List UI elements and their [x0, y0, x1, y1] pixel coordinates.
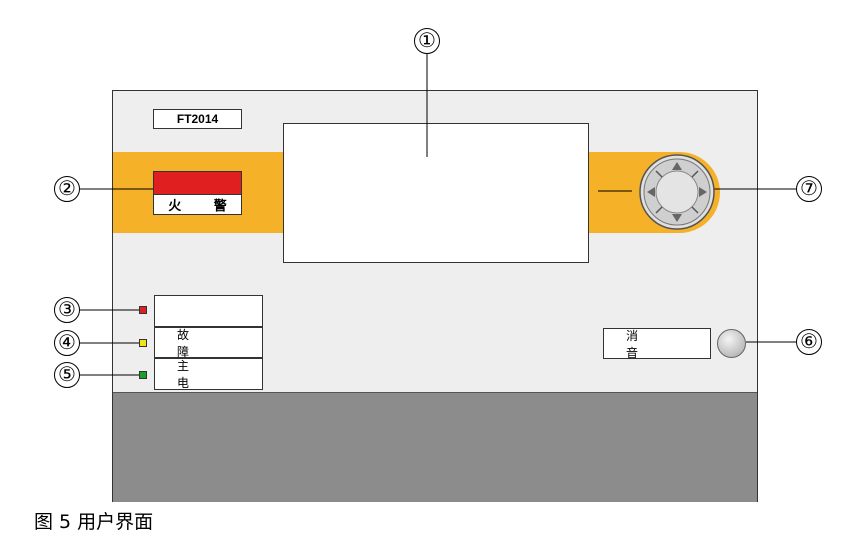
callout-2: ②	[54, 176, 80, 202]
power-led	[139, 371, 147, 379]
figure-caption: 图 5 用户界面	[34, 511, 154, 533]
panel-bottom-area	[113, 392, 757, 502]
callout-4: ④	[54, 330, 80, 356]
fault-led	[139, 339, 147, 347]
power-indicator-label: 主 电	[154, 358, 263, 390]
fire-alarm-label: 火 警	[153, 194, 242, 215]
model-label: FT2014	[153, 109, 242, 129]
blank-indicator-box	[154, 295, 263, 327]
arrow-down-icon	[672, 214, 682, 222]
arrow-up-icon	[672, 162, 682, 170]
direction-keypad-icon	[639, 154, 715, 230]
callout-6: ⑥	[796, 329, 822, 355]
arrow-left-icon	[647, 187, 655, 197]
callout-3: ③	[54, 297, 80, 323]
callout-7: ⑦	[796, 176, 822, 202]
arrow-right-icon	[699, 187, 707, 197]
callout-1: ①	[414, 28, 440, 54]
red-led	[139, 306, 147, 314]
fire-alarm-light	[153, 171, 242, 194]
lcd-screen	[283, 123, 589, 263]
leader-lines	[79, 54, 796, 376]
silence-button-icon[interactable]	[717, 329, 746, 358]
fault-indicator-label: 故 障	[154, 327, 263, 359]
silence-label: 消 音	[603, 328, 711, 360]
callout-5: ⑤	[54, 362, 80, 388]
